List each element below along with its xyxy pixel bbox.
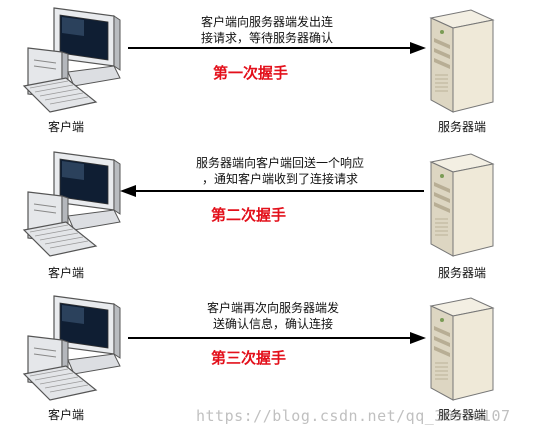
client-label: 客户端 (48, 120, 85, 134)
message-text: 服务器端向客户端回送一个响应 ，通知客户端收到了连接请求 (165, 155, 395, 187)
message-text: 客户端向服务器端发出连 接请求，等待服务器确认 (172, 14, 362, 46)
message-line-2: 送确认信息，确认连接 (212, 317, 333, 331)
arrow-client-to-server (128, 332, 426, 344)
message-line-2: ，通知客户端收到了连接请求 (201, 172, 358, 186)
handshake-label: 第一次握手 (213, 64, 289, 82)
message-text: 客户端再次向服务器端发 送确认信息，确认连接 (178, 300, 368, 332)
client-computer-icon (22, 151, 121, 257)
client-label: 客户端 (48, 266, 85, 280)
watermark-url: https://blog.csdn.net/qq_36556107 (196, 407, 511, 425)
server-icon (429, 9, 495, 113)
server-label: 服务器端 (438, 120, 487, 134)
client-computer-icon (22, 295, 121, 401)
message-line-1: 服务器端向客户端回送一个响应 (195, 156, 364, 170)
server-icon (429, 153, 495, 257)
message-line-1: 客户端再次向服务器端发 (206, 301, 339, 315)
server-icon (429, 297, 495, 401)
arrow-server-to-client (120, 185, 424, 197)
message-line-2: 接请求，等待服务器确认 (200, 31, 333, 45)
handshake-label: 第三次握手 (211, 349, 287, 367)
client-computer-icon (22, 7, 121, 113)
handshake-label: 第二次握手 (211, 206, 287, 224)
server-label: 服务器端 (438, 408, 487, 422)
message-line-1: 客户端向服务器端发出连 (200, 15, 333, 29)
client-label: 客户端 (48, 408, 85, 422)
arrow-client-to-server (128, 42, 426, 54)
server-label: 服务器端 (438, 266, 487, 280)
